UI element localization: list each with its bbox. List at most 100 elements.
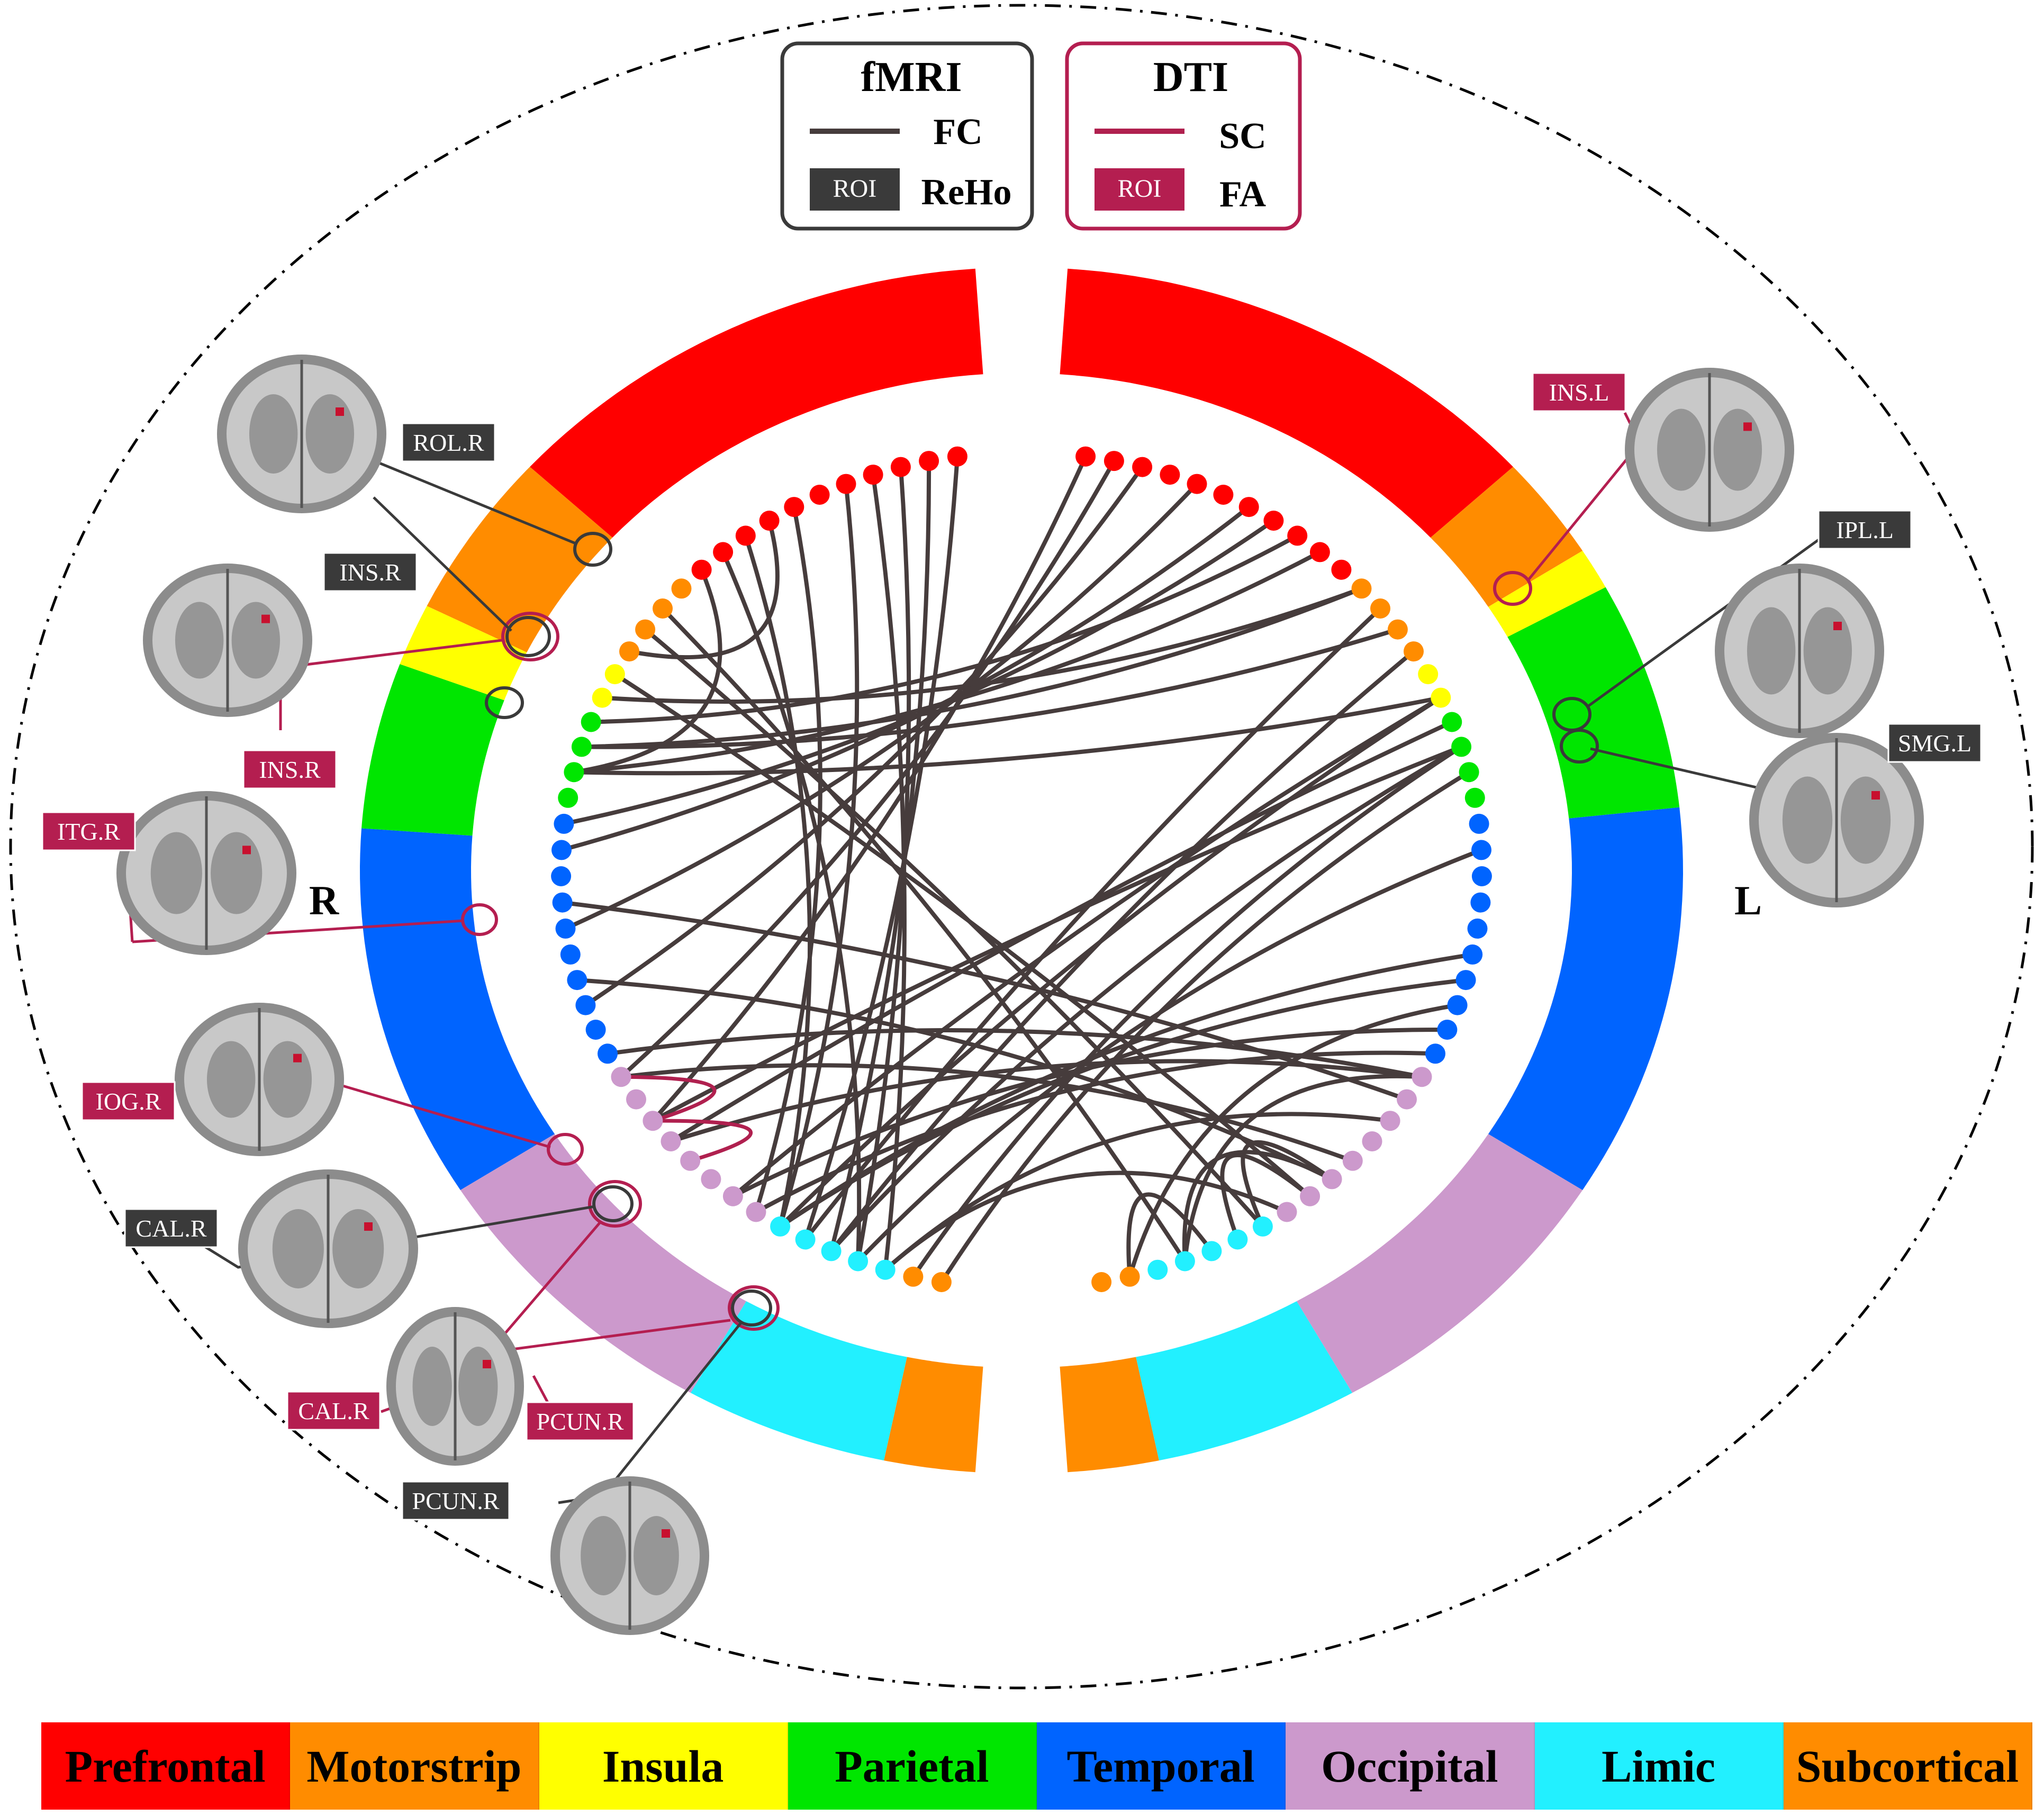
node-dot — [661, 1131, 681, 1151]
node-dot — [1104, 451, 1124, 471]
fc-connection — [574, 550, 1321, 775]
fc-connection — [803, 607, 1382, 1241]
highlight-cal-r-outer — [588, 1180, 642, 1228]
region-legend-temporal: Temporal — [1037, 1722, 1286, 1810]
node-dot — [795, 1229, 816, 1250]
highlight-cal-r — [592, 1185, 634, 1222]
ring-segment-motorstrip — [1430, 467, 1583, 607]
node-dot — [560, 944, 581, 965]
fc-connection — [670, 1059, 1423, 1143]
roi-label-text: CAL.R — [298, 1397, 369, 1424]
node-dot — [643, 1111, 663, 1131]
roi-label-text: SMG.L — [1898, 730, 1971, 757]
fc-connection — [581, 586, 1362, 749]
roi-label-rol-r: ROL.R — [401, 422, 496, 462]
region-legend-motorstrip: Motorstrip — [290, 1722, 539, 1810]
node-dot — [571, 737, 592, 757]
fc-connection — [591, 533, 1299, 724]
fc-connection — [573, 569, 722, 775]
node-dot — [1455, 970, 1476, 991]
ring-segment-insula — [400, 606, 527, 701]
highlight-pcun-r-outer — [728, 1285, 780, 1331]
node-dot — [863, 465, 883, 485]
node-dot — [1412, 1067, 1432, 1087]
region-legend-occipital: Occipital — [1286, 1722, 1535, 1810]
node-dot — [875, 1259, 896, 1280]
highlight-ins-r-outer — [501, 612, 559, 661]
fc-connection — [939, 770, 1470, 1284]
ring-segment-temporal — [1488, 807, 1683, 1191]
node-dot — [1469, 813, 1489, 834]
legend-fmri-roi-badge — [810, 168, 900, 211]
brain-image-cal-pcun-r — [386, 1307, 524, 1466]
fc-connection — [1241, 1140, 1333, 1228]
node-dot — [1437, 1020, 1458, 1040]
roi-label-smg-l: SMG.L — [1887, 723, 1982, 763]
node-dot — [836, 474, 856, 494]
node-dot — [680, 1150, 701, 1171]
node-dot — [1370, 598, 1390, 619]
node-dot — [1471, 840, 1491, 860]
sc-connection — [653, 1119, 753, 1163]
fc-connection — [884, 1112, 1391, 1272]
highlight-pcun-r — [731, 1290, 772, 1327]
node-dot — [1471, 866, 1492, 886]
ring-segment-limbic — [1136, 1301, 1352, 1461]
node-dot — [1462, 944, 1483, 965]
fc-connection — [564, 482, 1199, 931]
node-dot — [722, 1186, 743, 1206]
fc-connection — [1127, 1003, 1458, 1277]
node-dot — [1418, 664, 1439, 685]
region-legend-parietal: Parietal — [788, 1722, 1037, 1810]
node-dot — [1351, 578, 1372, 599]
fc-connection — [779, 696, 1442, 1228]
brain-image-pcun-r — [550, 1476, 709, 1635]
node-dot — [919, 451, 939, 471]
node-dot — [1431, 687, 1451, 708]
node-dot — [1322, 1169, 1342, 1190]
brain-image-ins-r — [143, 564, 312, 717]
node-dot — [1404, 641, 1424, 662]
nodes — [551, 446, 1492, 1292]
node-dot — [1119, 1266, 1140, 1287]
node-dot — [1362, 1131, 1382, 1151]
node-dot — [1252, 1216, 1273, 1237]
brain-thumbnails — [116, 355, 1924, 1635]
fc-connection — [1220, 1153, 1312, 1240]
node-dot — [1160, 465, 1180, 485]
node-dot — [567, 970, 587, 991]
roi-label-cal-r-fmri: CAL.R — [124, 1208, 219, 1248]
ring-segment-parietal — [361, 664, 504, 836]
brain-image-rol-r — [217, 355, 386, 513]
node-dot — [1425, 1043, 1445, 1064]
node-dot — [598, 1043, 618, 1064]
fc-connection — [829, 744, 1463, 1253]
node-dot — [848, 1251, 869, 1272]
node-dot — [1397, 1089, 1417, 1110]
node-dot — [554, 813, 574, 834]
highlight-ins-l — [1493, 571, 1532, 606]
node-dot — [1213, 485, 1234, 505]
node-dot — [1459, 762, 1479, 783]
legend-fmri: fMRI FC ROI ReHo — [780, 41, 1034, 231]
highlight-rol-r — [573, 532, 612, 567]
region-legend-prefrontal: Prefrontal — [41, 1722, 291, 1810]
roi-label-text: INS.R — [259, 756, 321, 783]
connections — [560, 456, 1482, 1284]
brain-image-smg-l — [1749, 733, 1924, 907]
node-dot — [1331, 559, 1352, 580]
roi-label-text: CAL.R — [135, 1215, 207, 1242]
fc-connection — [743, 535, 812, 1227]
node-dot — [1309, 542, 1330, 562]
legend-dti-title: DTI — [1153, 54, 1228, 101]
brain-image-ins-l — [1625, 368, 1794, 532]
node-dot — [564, 762, 584, 783]
legend-fmri-roi-badge-text: ROI — [833, 175, 877, 203]
fc-connection — [1182, 1074, 1422, 1261]
node-dot — [551, 866, 572, 886]
ring-segment-subcortical — [884, 1357, 983, 1473]
node-dot — [1263, 511, 1284, 531]
fc-connection — [732, 1027, 1448, 1198]
node-dot — [619, 641, 639, 662]
